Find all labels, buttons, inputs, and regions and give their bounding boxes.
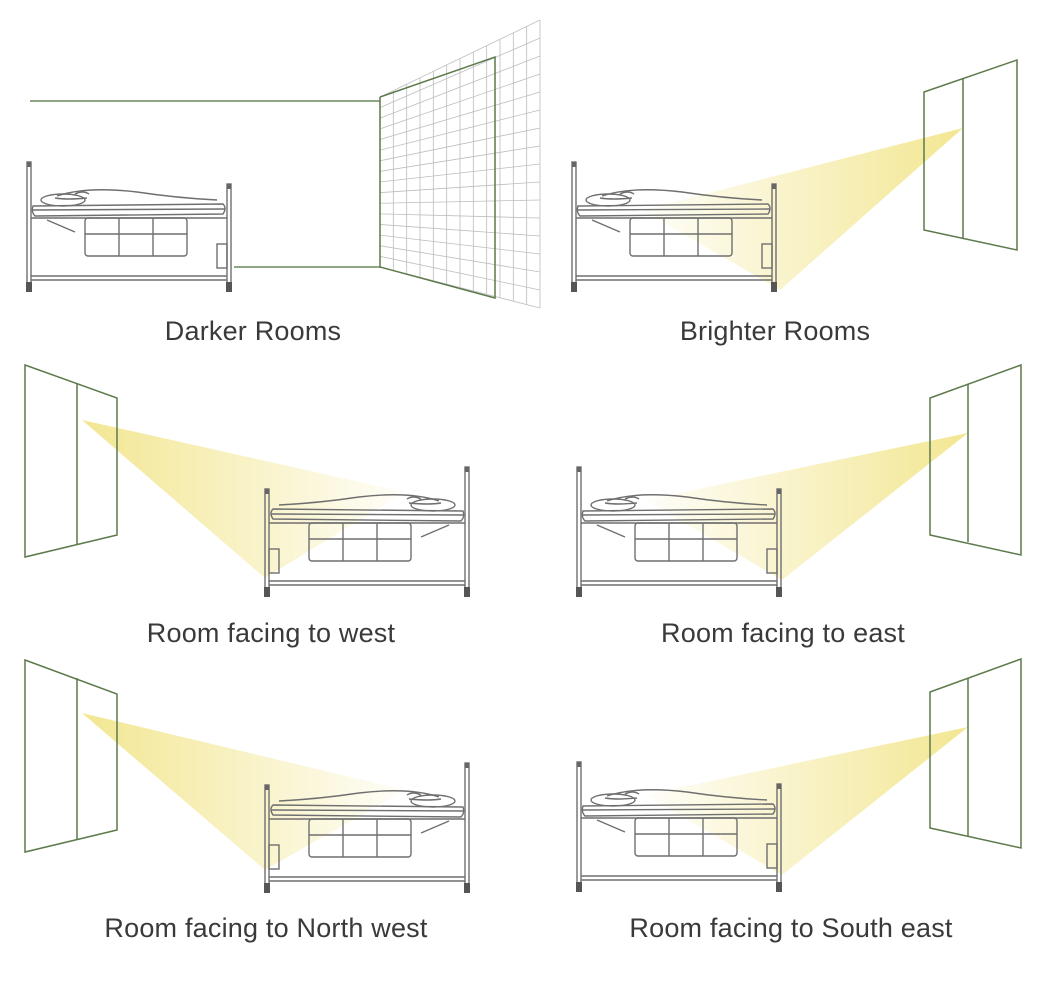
bed-west-room [264,466,470,597]
bed-north-west-room [264,762,470,893]
bed-brighter-room [571,161,777,292]
caption-room-south-east: Room facing to South east [629,913,953,943]
window-south-east [929,657,1022,849]
light-beam-east [645,433,968,580]
light-beam-north-west [82,713,405,870]
neighbouring-building-grid [379,19,541,309]
panel-darker-rooms [30,100,380,268]
caption-room-north-west: Room facing to North west [104,913,428,943]
bed-east-room [576,466,782,597]
bed-darker-room [26,161,232,292]
light-beam-south-east [645,727,968,875]
caption-room-west: Room facing to west [146,618,396,648]
window-north-west [24,658,118,853]
window-west [24,363,118,558]
caption-room-east: Room facing to east [661,618,905,648]
window-brighter [923,58,1018,251]
caption-darker-rooms: Darker Rooms [164,316,342,346]
light-beam-brighter [642,128,963,290]
window-east [929,363,1022,556]
light-beam-west [82,420,405,578]
caption-brighter-rooms: Brighter Rooms [679,316,871,346]
bed-south-east-room [576,761,782,892]
